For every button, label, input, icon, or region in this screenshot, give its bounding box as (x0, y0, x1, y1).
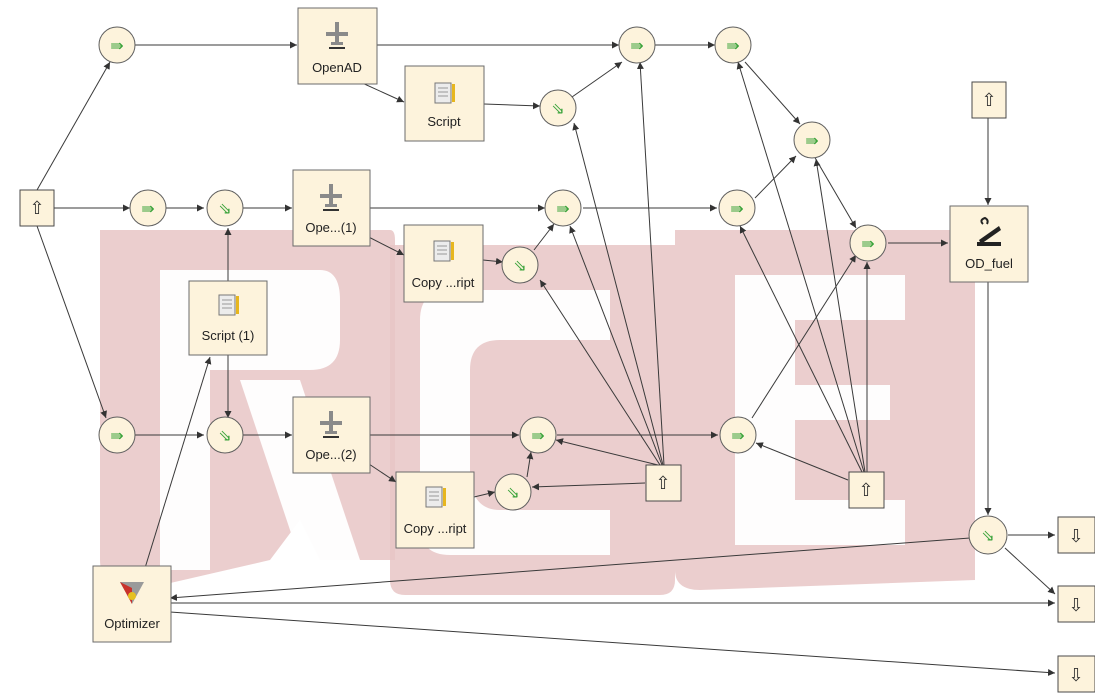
connections (36, 41, 1056, 677)
components: OpenAD Script Ope...(1) (92, 7, 1029, 643)
split-arrow-icon: ⇘ (218, 199, 231, 218)
script-icon (434, 82, 455, 104)
component-script[interactable]: Script (404, 65, 485, 142)
component-label: OD_fuel (965, 256, 1013, 271)
component-od-fuel[interactable]: OD_fuel (949, 205, 1029, 283)
component-openad[interactable]: OpenAD (297, 7, 378, 85)
component-label: Script (427, 114, 461, 129)
junction-node[interactable]: ⇛ (714, 26, 752, 64)
split-arrow-icon: ⇘ (218, 426, 231, 445)
component-optimizer[interactable]: Optimizer (92, 565, 172, 643)
merge-arrow-icon: ⇛ (110, 426, 123, 445)
script-icon (425, 486, 446, 508)
upload-icon: ⇧ (858, 480, 873, 501)
download-icon: ⇩ (1068, 665, 1083, 686)
component-label: OpenAD (312, 60, 362, 75)
input-port[interactable]: ⇧ (645, 464, 682, 502)
merge-arrow-icon: ⇛ (630, 36, 643, 55)
merge-arrow-icon: ⇛ (805, 131, 818, 150)
component-ope-1[interactable]: Ope...(1) (292, 169, 371, 247)
upload-icon: ⇧ (29, 198, 44, 219)
component-label: Copy ...ript (412, 275, 475, 290)
junction-node[interactable]: ⇛ (98, 416, 136, 454)
junction-node[interactable]: ⇘ (206, 416, 244, 454)
output-port[interactable]: ⇩ (1057, 516, 1095, 554)
junction-node[interactable]: ⇘ (968, 515, 1008, 555)
junction-node[interactable]: ⇘ (494, 473, 532, 511)
junction-node[interactable]: ⇘ (501, 246, 539, 284)
download-icon: ⇩ (1068, 595, 1083, 616)
merge-arrow-icon: ⇛ (726, 36, 739, 55)
component-script-1[interactable]: Script (1) (188, 280, 268, 356)
input-port[interactable]: ⇧ (971, 81, 1007, 119)
junction-node[interactable]: ⇛ (618, 26, 656, 64)
component-ope-2[interactable]: Ope...(2) (292, 396, 371, 474)
aircraft-icon (320, 184, 342, 211)
junction-node[interactable]: ⇛ (519, 416, 557, 454)
junction-node[interactable]: ⇛ (849, 224, 887, 262)
junction-node[interactable]: ⇘ (539, 89, 577, 127)
merge-arrow-icon: ⇛ (110, 36, 123, 55)
component-label: Copy ...ript (404, 521, 467, 536)
split-arrow-icon: ⇘ (506, 483, 519, 502)
merge-arrow-icon: ⇛ (731, 426, 744, 445)
merge-arrow-icon: ⇛ (556, 199, 569, 218)
component-label: Ope...(2) (305, 447, 356, 462)
split-arrow-icon: ⇘ (513, 256, 526, 275)
merge-arrow-icon: ⇛ (531, 426, 544, 445)
fuel-pump-icon (977, 216, 1001, 246)
merge-arrow-icon: ⇛ (730, 199, 743, 218)
merge-arrow-icon: ⇛ (141, 199, 154, 218)
aircraft-icon (320, 411, 342, 438)
output-port[interactable]: ⇩ (1057, 655, 1095, 693)
optimizer-icon (120, 582, 144, 604)
junction-node[interactable]: ⇛ (544, 189, 582, 227)
component-copy-script[interactable]: Copy ...ript (403, 224, 484, 303)
junctions: ⇛ ⇛ ⇘ ⇛ ⇘ ⇘ ⇛ ⇛ ⇛ ⇘ ⇛ ⇛ ⇛ ⇛ ⇘ ⇛ ⇘ (98, 26, 1008, 555)
output-port[interactable]: ⇩ (1057, 585, 1095, 623)
merge-arrow-icon: ⇛ (861, 234, 874, 253)
junction-node[interactable]: ⇛ (129, 189, 167, 227)
junction-node[interactable]: ⇛ (718, 189, 756, 227)
upload-icon: ⇧ (981, 90, 996, 111)
component-label: Optimizer (104, 616, 160, 631)
input-port[interactable]: ⇧ (848, 471, 885, 509)
upload-icon: ⇧ (655, 473, 670, 494)
component-label: Ope...(1) (305, 220, 356, 235)
component-copy-script-2[interactable]: Copy ...ript (395, 471, 475, 549)
junction-node[interactable]: ⇘ (206, 189, 244, 227)
split-arrow-icon: ⇘ (551, 99, 564, 118)
aircraft-icon (326, 22, 348, 49)
input-port[interactable]: ⇧ (19, 189, 55, 227)
rce-watermark (100, 230, 975, 595)
junction-node[interactable]: ⇛ (719, 416, 757, 454)
split-arrow-icon: ⇘ (981, 526, 994, 545)
script-icon (433, 240, 454, 262)
script-icon (218, 294, 239, 316)
io-ports: ⇧ ⇧ ⇧ ⇧ ⇩ ⇩ ⇩ (19, 81, 1095, 693)
junction-node[interactable]: ⇛ (98, 26, 136, 64)
download-icon: ⇩ (1068, 526, 1083, 547)
component-label: Script (1) (202, 328, 255, 343)
junction-node[interactable]: ⇛ (793, 121, 831, 159)
